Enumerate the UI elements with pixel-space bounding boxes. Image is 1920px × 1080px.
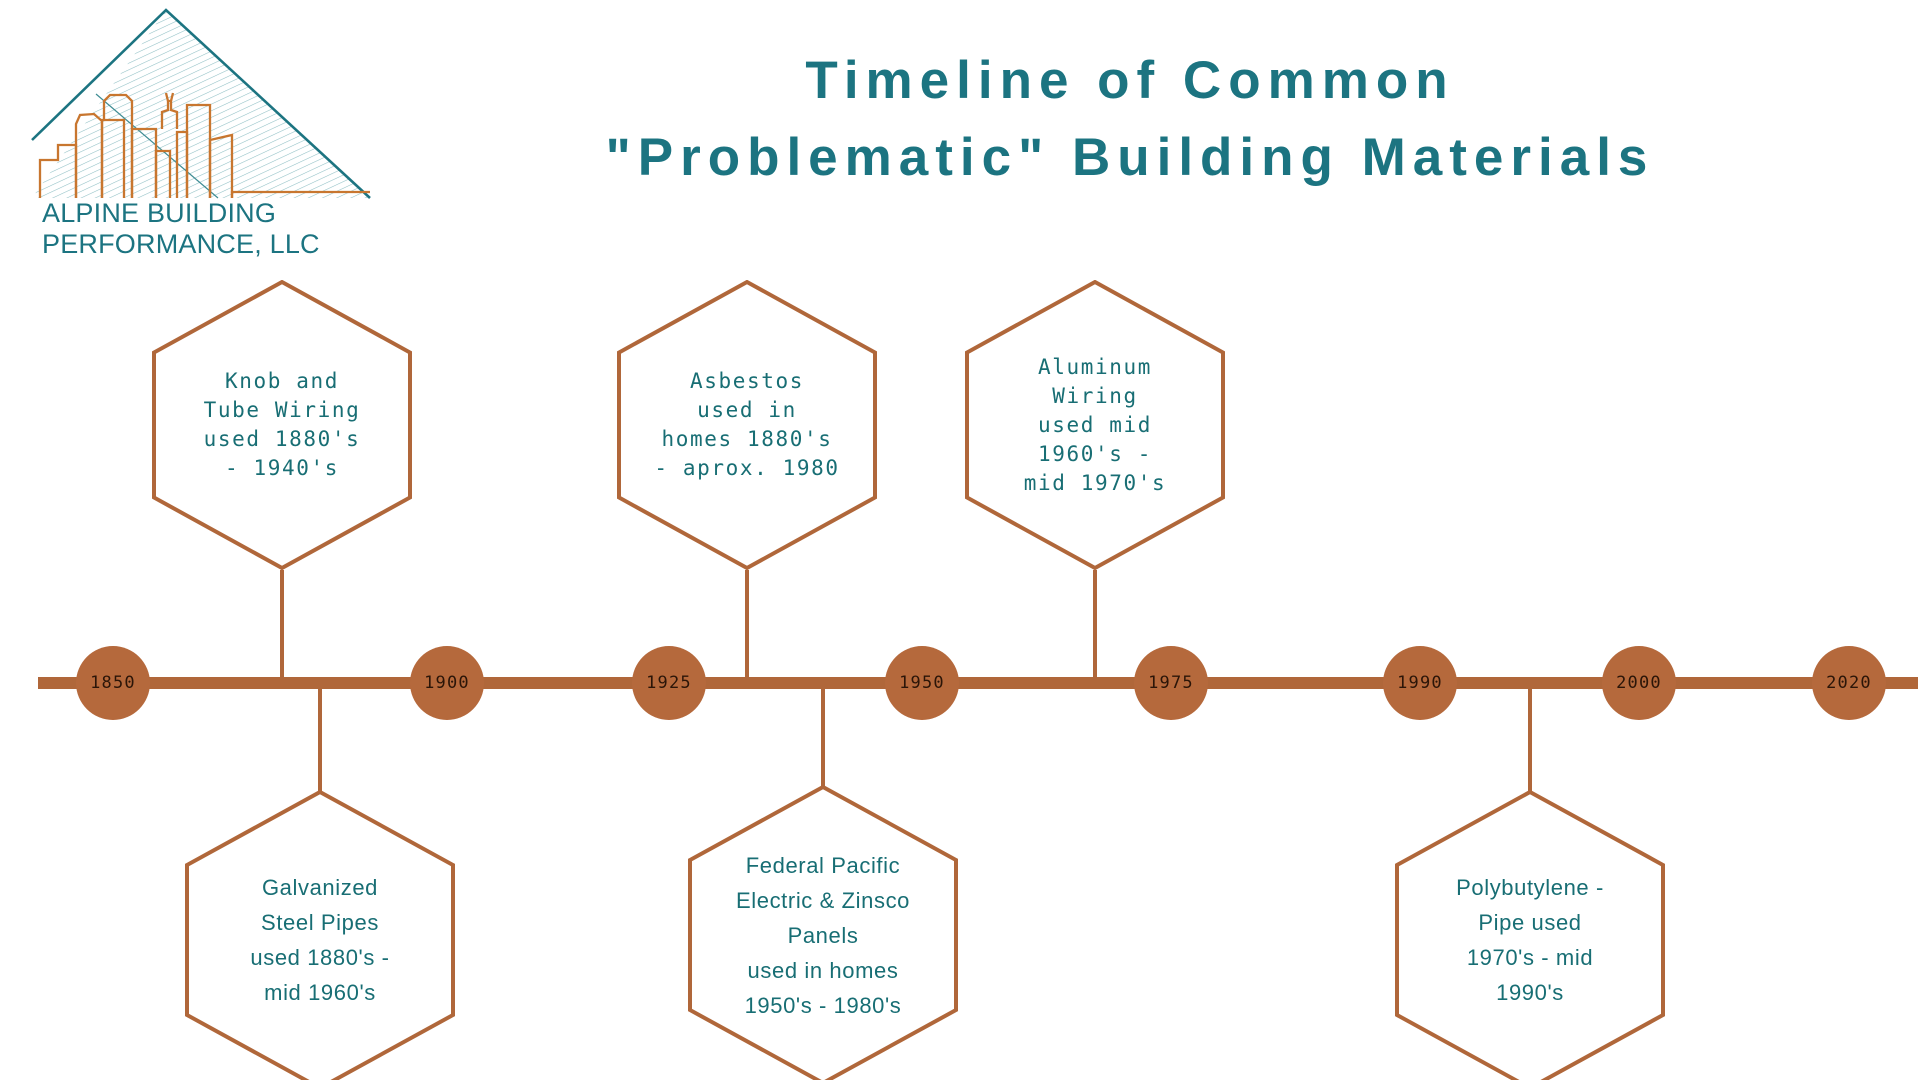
hexagon-label-line: - 1940's xyxy=(225,456,339,480)
hexagon-label-line: Tube Wiring xyxy=(203,398,361,422)
hexagon-label-line: Aluminum xyxy=(1038,354,1152,379)
connector-polybutylene-pipe xyxy=(1528,683,1532,793)
hexagon-label-line: 1960's - xyxy=(1038,441,1152,466)
company-logo: ALPINE BUILDING PERFORMANCE, LLC xyxy=(18,2,398,274)
hexagon-asbestos[interactable]: Asbestos used in homes 1880's - aprox. 1980 xyxy=(617,280,877,570)
hexagon-label-line: Galvanized xyxy=(261,875,379,900)
hexagon-label-line: 1950's - 1980's xyxy=(744,992,902,1018)
timeline-node-year: 1925 xyxy=(646,673,692,693)
hexagon-label-line: Polybutylene - xyxy=(1456,875,1604,900)
hexagon-label-line: Steel Pipes xyxy=(261,910,379,935)
hexagon-outline xyxy=(1395,790,1665,1080)
logo-graphic xyxy=(31,8,371,199)
hexagon-label-line: homes 1880's xyxy=(661,427,833,451)
hexagon-label: Asbestos used in homes 1880's - aprox. 1980 xyxy=(617,280,877,570)
timeline-node-year: 1950 xyxy=(899,673,945,693)
city-skyline-icon xyxy=(38,92,370,198)
hexagon-label-line: Federal Pacific xyxy=(745,852,901,878)
hexagon-label-line: used in xyxy=(697,398,797,422)
logo-wordmark: ALPINE BUILDING PERFORMANCE, LLC xyxy=(42,198,320,260)
connector-asbestos xyxy=(745,570,749,683)
hexagon-label-line: Electric & Zinsco xyxy=(735,887,911,913)
logo-line-2: PERFORMANCE, LLC xyxy=(42,229,320,259)
hexagon-outline xyxy=(617,280,877,570)
hexagon-outline xyxy=(152,280,412,570)
timeline-node-year: 1900 xyxy=(424,673,470,693)
hexagon-label: Polybutylene - Pipe used 1970's - mid 1990'… xyxy=(1395,790,1665,1080)
timeline-node-1900[interactable]: 1900 xyxy=(410,646,484,720)
connector-federal-pacific-zinsco-panels xyxy=(821,683,825,788)
hexagon-label-line: used in homes xyxy=(747,957,899,983)
timeline-node-1950[interactable]: 1950 xyxy=(885,646,959,720)
logo-line-1: ALPINE BUILDING xyxy=(42,198,277,228)
connector-galvanized-steel-pipes xyxy=(318,683,322,793)
timeline-node-year: 1975 xyxy=(1148,673,1194,693)
timeline-node-year: 1850 xyxy=(90,673,136,693)
timeline-node-year: 2020 xyxy=(1826,673,1872,693)
mountain-outline-icon xyxy=(31,8,371,199)
title-line-1: Timeline of Common xyxy=(805,51,1455,110)
timeline-node-1850[interactable]: 1850 xyxy=(76,646,150,720)
hexagon-outline xyxy=(965,280,1225,570)
hexagon-label-line: mid 1970's xyxy=(1023,470,1167,495)
timeline-node-2000[interactable]: 2000 xyxy=(1602,646,1676,720)
hexagon-label-line: used 1880's - xyxy=(250,945,390,970)
hexagon-label-line: mid 1960's xyxy=(264,980,376,1005)
hexagon-label-line: Wiring xyxy=(1052,383,1138,408)
hexagon-label-line: Panels xyxy=(787,922,859,948)
hexagon-label-line: used 1880's xyxy=(203,427,361,451)
timeline-node-year: 2000 xyxy=(1616,673,1662,693)
title-line-2: "Problematic" Building Materials xyxy=(605,128,1655,187)
timeline-node-1975[interactable]: 1975 xyxy=(1134,646,1208,720)
hexagon-label-line: 1990's xyxy=(1496,980,1564,1005)
hexagon-label-line: Knob and xyxy=(225,369,339,393)
hexagon-label-line: - aprox. 1980 xyxy=(654,456,840,480)
page-title: Timeline of Common "Problematic" Buildin… xyxy=(360,42,1900,196)
hexagon-outline xyxy=(688,785,958,1080)
timeline-node-1925[interactable]: 1925 xyxy=(632,646,706,720)
hexagon-label-line: 1970's - mid xyxy=(1466,945,1594,970)
timeline-node-1990[interactable]: 1990 xyxy=(1383,646,1457,720)
hexagon-outline xyxy=(185,790,455,1080)
hexagon-polybutylene-pipe[interactable]: Polybutylene - Pipe used 1970's - mid 1990'… xyxy=(1395,790,1665,1080)
connector-aluminum-wiring xyxy=(1093,570,1097,683)
hexagon-label-line: Pipe used xyxy=(1478,910,1582,935)
hexagon-label-line: Asbestos xyxy=(690,369,804,393)
hexagon-label-line: used mid xyxy=(1038,412,1152,437)
timeline-node-year: 1990 xyxy=(1397,673,1443,693)
timeline-node-2020[interactable]: 2020 xyxy=(1812,646,1886,720)
connector-knob-and-tube-wiring xyxy=(280,570,284,683)
